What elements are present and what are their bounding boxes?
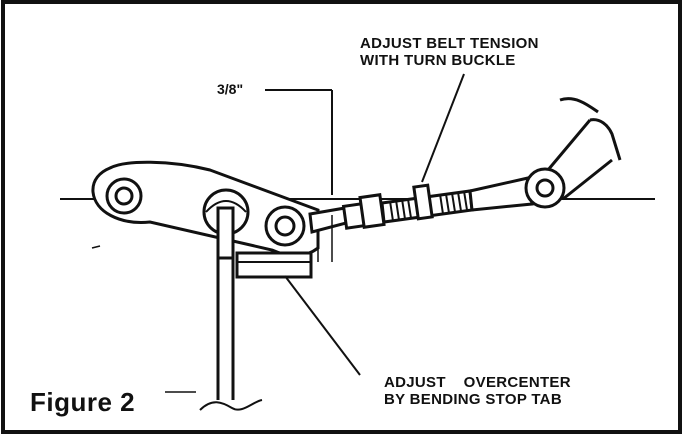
overcenter-line2: BY BENDING STOP TAB xyxy=(384,391,562,409)
stop-tab xyxy=(235,251,313,279)
right-bracket xyxy=(546,97,622,201)
dimension-label: 3/8" xyxy=(217,81,244,97)
overcenter-line1: ADJUST OVERCENTER xyxy=(384,374,571,391)
figure-label: Figure 2 xyxy=(30,387,136,417)
belt-tension-line1: ADJUST BELT TENSION xyxy=(360,35,539,52)
left-pivot-bolt xyxy=(114,186,134,206)
dimension-bracket xyxy=(265,89,333,262)
center-pivot xyxy=(202,188,250,260)
overcenter-label: ADJUST OVERCENTER BY BENDING STOP TAB xyxy=(384,374,571,409)
right-rod-end xyxy=(468,167,566,212)
belt-tension-line2: WITH TURN BUCKLE xyxy=(360,52,516,70)
belt-tension-leader xyxy=(421,73,465,183)
turnbuckle xyxy=(358,183,474,229)
belt-tension-label: ADJUST BELT TENSION WITH TURN BUCKLE xyxy=(360,35,539,70)
post-break-line xyxy=(199,399,263,411)
link-bolt xyxy=(264,205,306,247)
turnbuckle-nut xyxy=(412,183,434,221)
overcenter-leader xyxy=(284,275,361,376)
connecting-rod xyxy=(308,202,367,234)
